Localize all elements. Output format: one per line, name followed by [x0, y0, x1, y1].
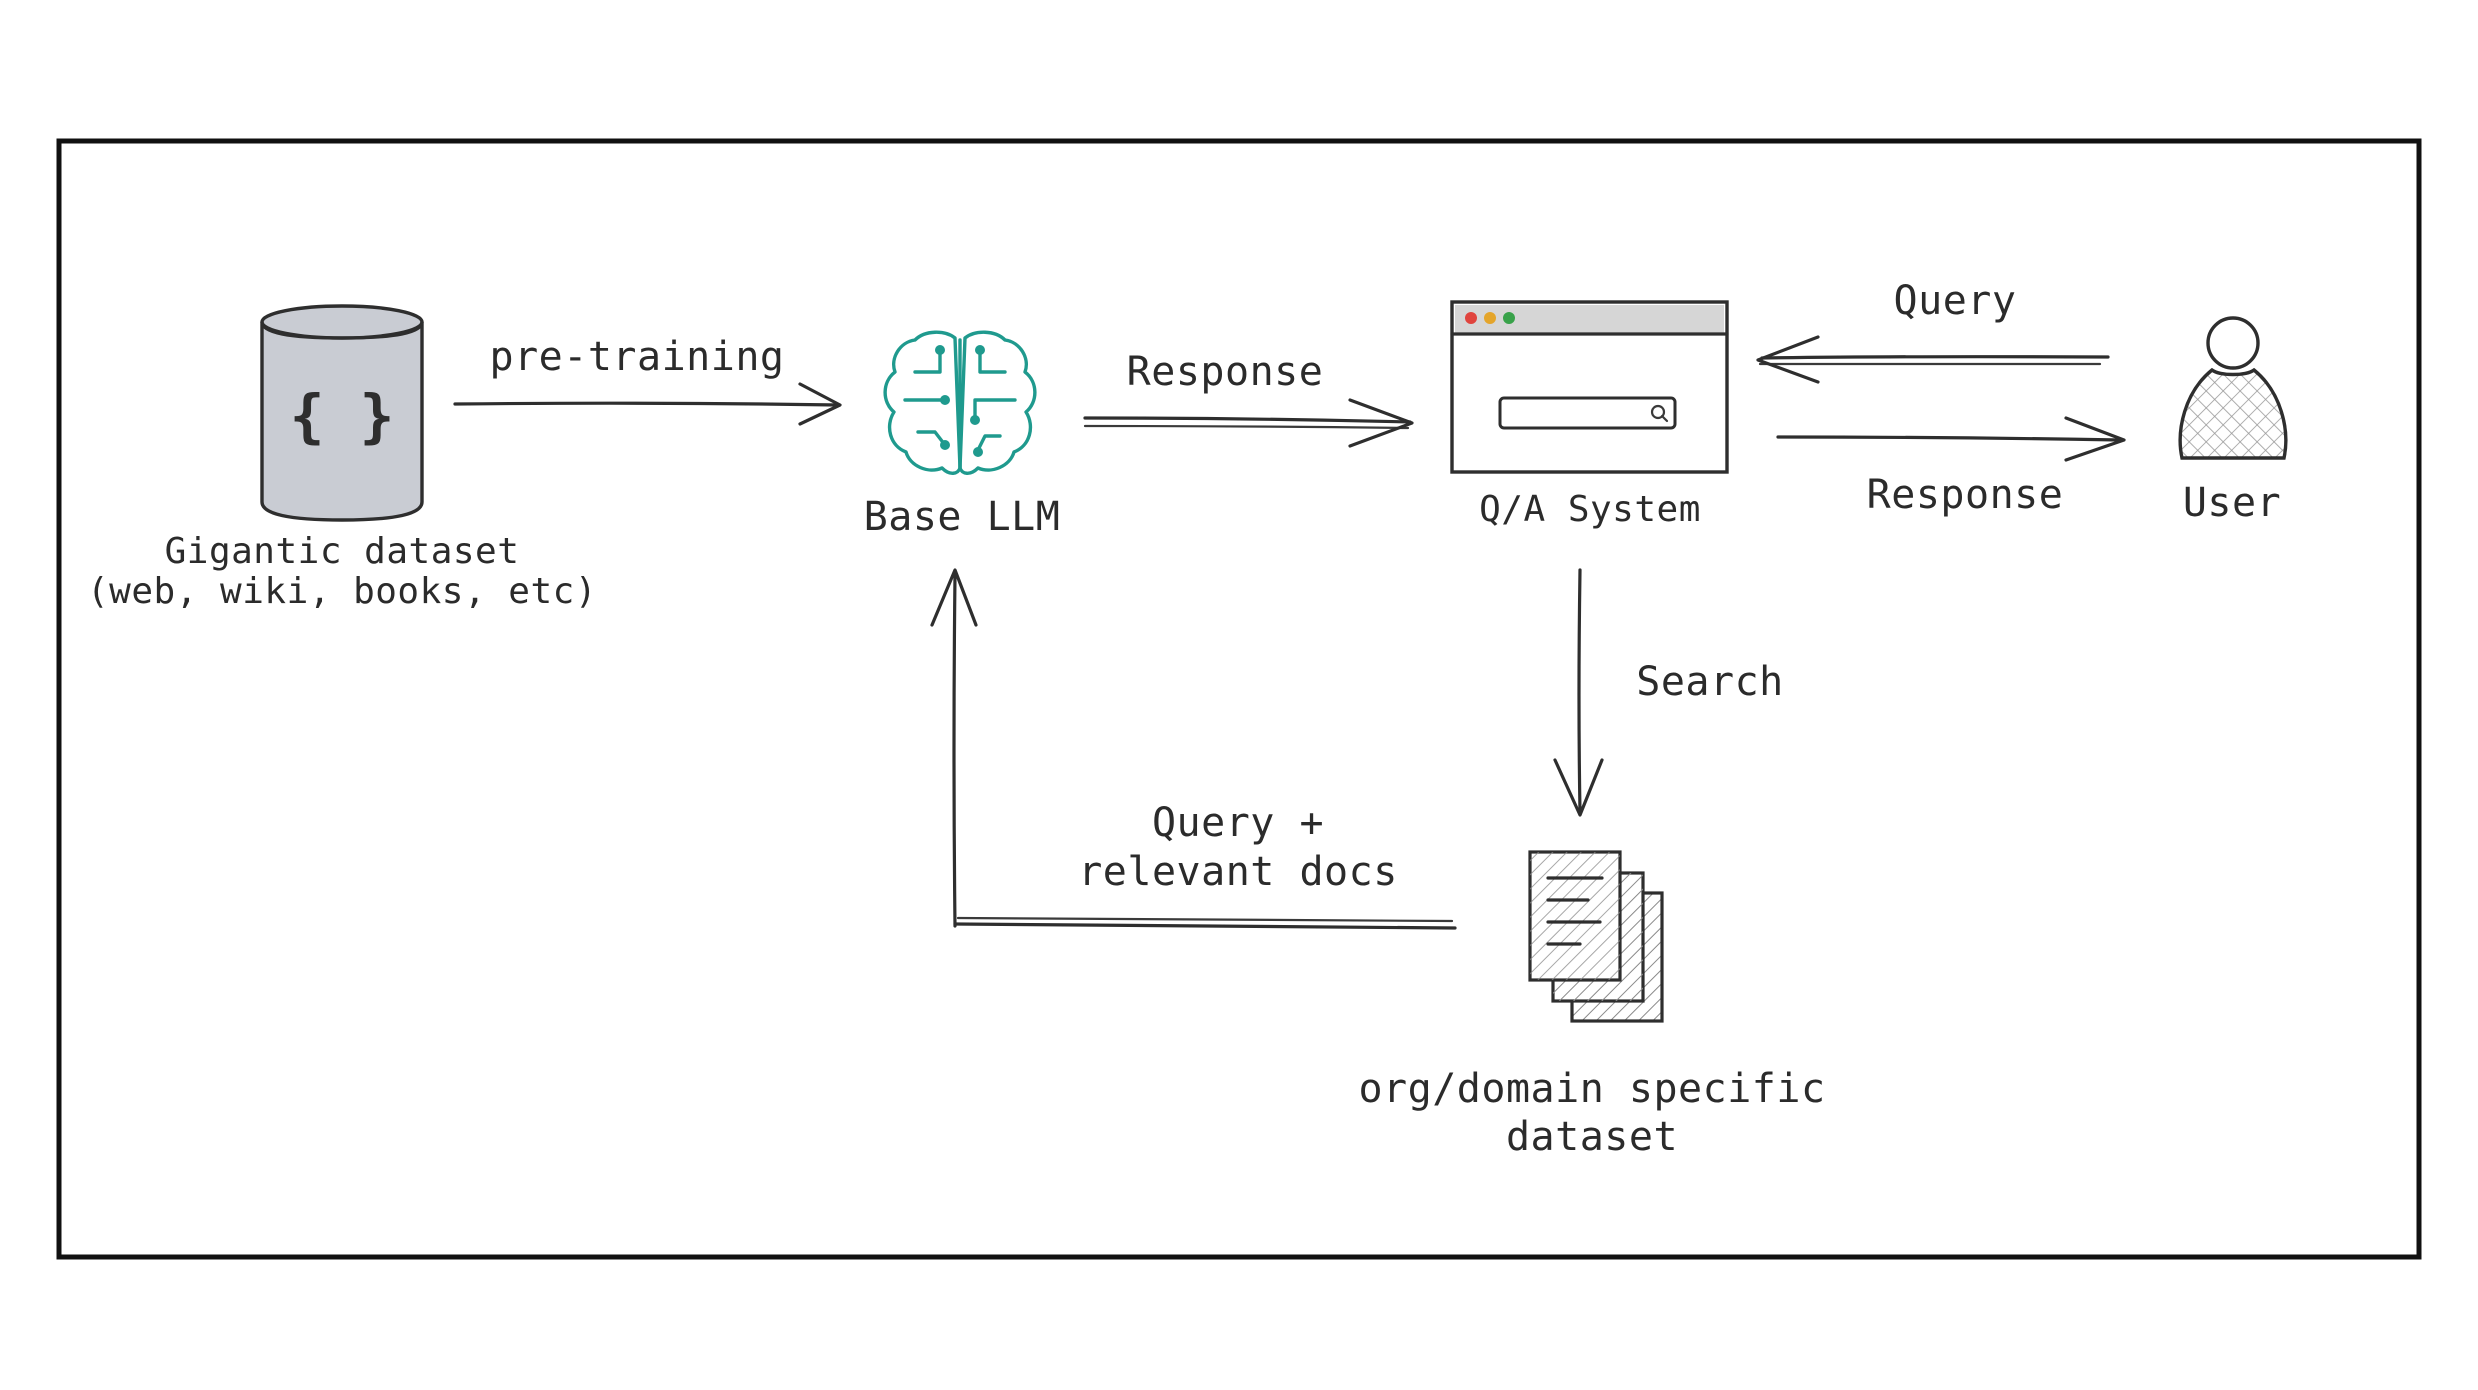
- browser-window-icon: [1450, 300, 1729, 474]
- database-cylinder-icon: { }: [260, 304, 424, 522]
- window-minimize-dot: [1484, 312, 1496, 324]
- qa-search-bar: [1498, 396, 1677, 430]
- window-maximize-dot: [1503, 312, 1515, 324]
- document-stack-icon: [1528, 850, 1664, 1023]
- docs-to-llm-edge: Query + relevant docs: [930, 568, 1457, 930]
- dataset-glyph: { }: [290, 382, 395, 450]
- docs-label-line1: org/domain specific: [1358, 1066, 1825, 1112]
- qa-node: Q/A System: [1450, 300, 1729, 530]
- llm-to-qa-edge: Response: [1083, 349, 1414, 448]
- diagram-frame: [56, 138, 2422, 1260]
- llm-label: Base LLM: [864, 494, 1061, 540]
- user-node: User: [2178, 316, 2288, 526]
- user-person-icon: [2178, 316, 2288, 460]
- docs-label-line2: dataset: [1506, 1114, 1678, 1160]
- brain-circuit-icon: [883, 330, 1037, 475]
- qa-label: Q/A System: [1479, 489, 1701, 530]
- docs-to-llm-label-line1: Query +: [1152, 800, 1324, 846]
- user-label: User: [2183, 480, 2281, 526]
- user-query-label: Query: [1894, 278, 2017, 324]
- search-edge: Search: [1553, 568, 1784, 817]
- qa-response-edge: Response: [1776, 416, 2126, 518]
- search-label: Search: [1636, 659, 1784, 705]
- user-query-edge: Query: [1756, 278, 2110, 384]
- dataset-node: { } Gigantic dataset (web, wiki, books, …: [87, 304, 597, 612]
- window-close-dot: [1465, 312, 1477, 324]
- search-icon: [1650, 404, 1669, 423]
- pretraining-edge: pre-training: [453, 334, 842, 426]
- docs-to-llm-label-line2: relevant docs: [1078, 849, 1398, 895]
- qa-response-label: Response: [1867, 472, 2064, 518]
- pretraining-label: pre-training: [490, 334, 785, 380]
- docs-node: org/domain specific dataset: [1358, 850, 1825, 1160]
- llm-node: Base LLM: [864, 330, 1061, 540]
- dataset-label-line2: (web, wiki, books, etc): [87, 571, 597, 612]
- dataset-label-line1: Gigantic dataset: [165, 531, 520, 572]
- llm-to-qa-label: Response: [1127, 349, 1324, 395]
